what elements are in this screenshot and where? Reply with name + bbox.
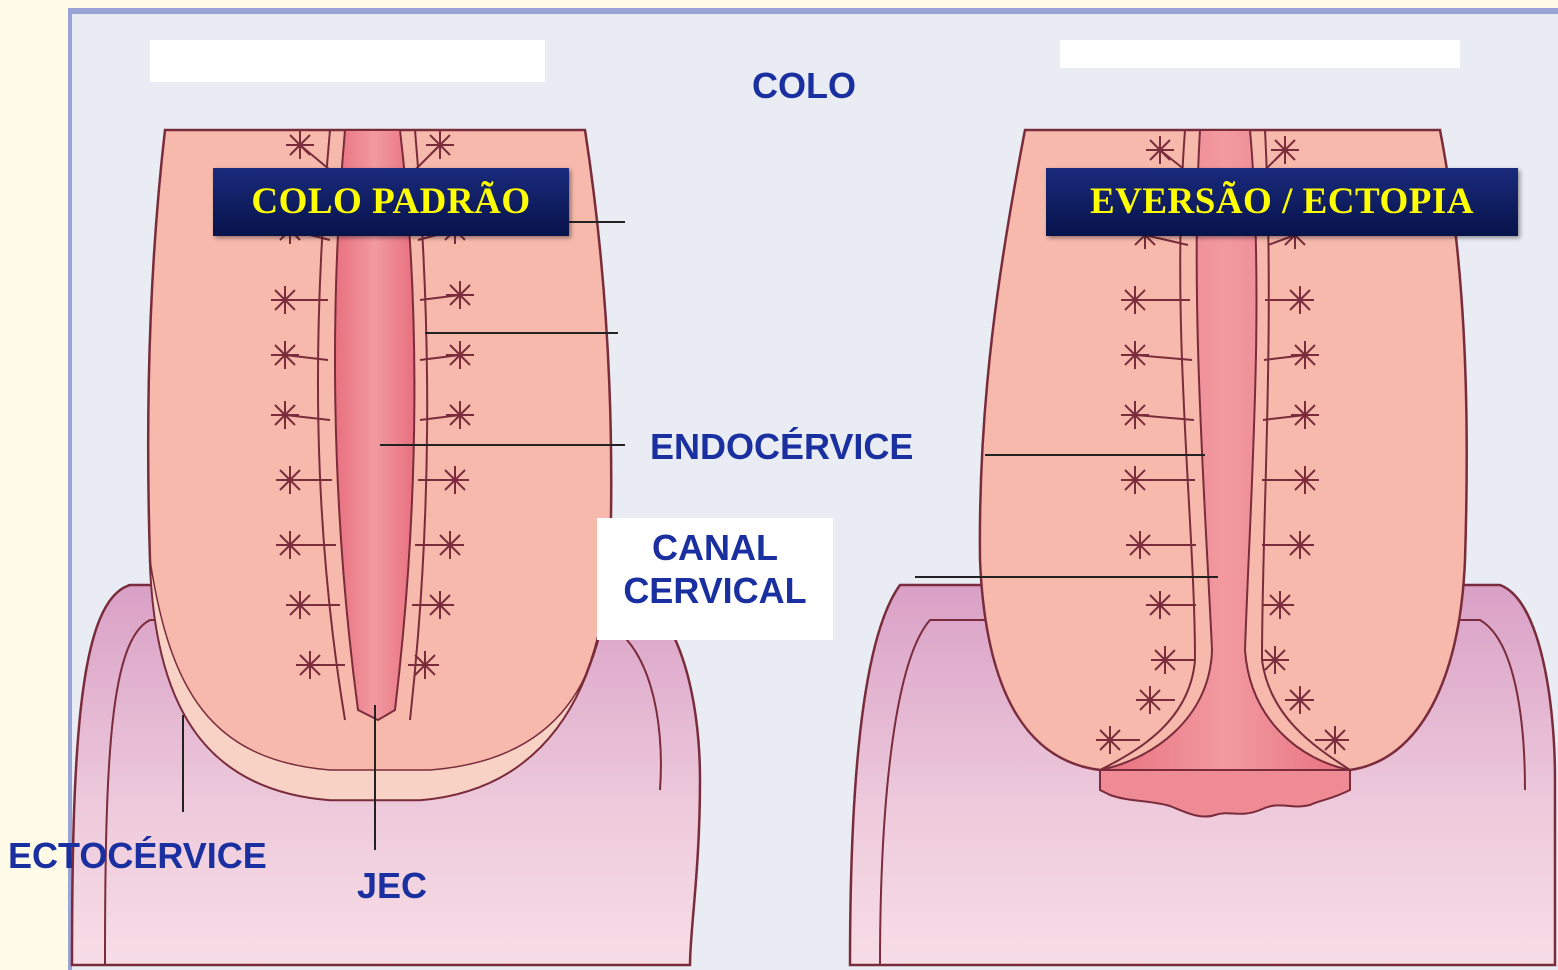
white-patch-top-right	[1060, 40, 1460, 68]
title-standard-cervix: COLO PADRÃO	[213, 168, 569, 236]
label-endocervice: ENDOCÉRVICE	[650, 425, 913, 468]
label-colo: COLO	[752, 64, 856, 107]
label-jec: JEC	[357, 864, 427, 907]
label-canal-line2: CERVICAL	[597, 569, 833, 612]
white-patch-top-left	[150, 40, 545, 82]
label-canal-cervical: CANAL CERVICAL	[597, 518, 833, 640]
label-canal-line1: CANAL	[597, 526, 833, 569]
title-eversion-ectopy: EVERSÃO / ECTOPIA	[1046, 168, 1518, 236]
right-cervix	[850, 130, 1555, 965]
label-ectocervice: ECTOCÉRVICE	[8, 834, 267, 877]
